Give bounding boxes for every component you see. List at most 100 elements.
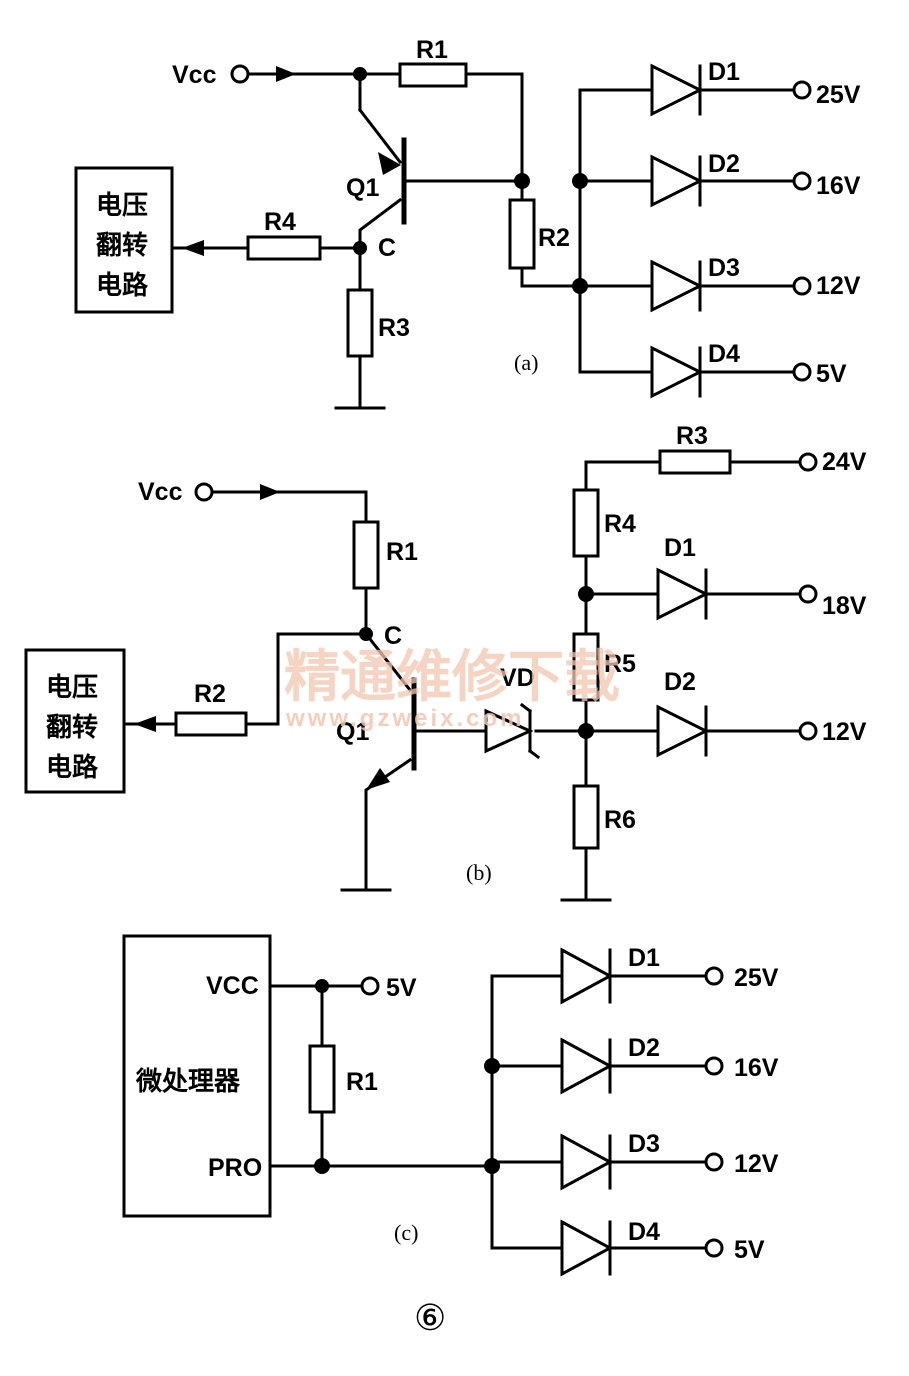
d2-label-b: D2 xyxy=(664,668,696,696)
d2-label-c: D2 xyxy=(628,1034,660,1062)
circuit-c: 微处理器 VCC PRO R1 5V D1 D2 D3 D4 25V 16V 1… xyxy=(122,934,779,1277)
terminal-16v-c xyxy=(704,1056,724,1076)
diode-d2-b xyxy=(656,704,710,758)
output-25v-label-c: 25V xyxy=(734,964,779,992)
resistor-r1-b xyxy=(352,520,380,590)
vd-label: VD xyxy=(500,664,535,692)
d2-label: D2 xyxy=(708,150,740,178)
terminal-12v-c xyxy=(704,1152,724,1172)
vcc-label: Vcc xyxy=(172,61,217,89)
vcc-label-b: Vcc xyxy=(138,478,183,506)
block-line-1: 电压 xyxy=(96,191,148,221)
diode-d3-c xyxy=(560,1133,614,1191)
diode-d3 xyxy=(650,259,704,313)
microprocessor-block xyxy=(122,934,272,1218)
resistor-r2-b xyxy=(174,711,248,737)
diode-d2-c xyxy=(560,1037,614,1095)
terminal-25v-c xyxy=(704,966,724,986)
output-5v-label: 5V xyxy=(816,360,847,388)
resistor-r5-b xyxy=(572,632,600,702)
pro-pin-label: PRO xyxy=(208,1154,262,1182)
d4-label: D4 xyxy=(708,340,740,368)
output-25v-label: 25V xyxy=(816,81,861,109)
circuit-a: Vcc R1 R2 R3 R4 Q1 C 电压 翻转 电路 D1 D2 D3 D… xyxy=(74,36,861,410)
r1-label: R1 xyxy=(416,36,448,64)
block-line-3: 电路 xyxy=(96,270,149,301)
resistor-r6-b xyxy=(572,784,600,850)
r2-label: R2 xyxy=(538,224,570,252)
resistor-r3-b xyxy=(658,449,732,475)
output-24v-label: 24V xyxy=(822,448,867,476)
output-16v-label: 16V xyxy=(816,172,861,200)
voltage-flip-block xyxy=(74,166,174,314)
r4-label: R4 xyxy=(264,208,296,236)
terminal-5v xyxy=(792,362,812,382)
output-arrow xyxy=(182,240,204,256)
circuit-b: Vcc R1 R2 R3 R4 R5 R6 Q1 C VD 电压 翻转 电路 D… xyxy=(24,422,867,902)
output-12v-label-c: 12V xyxy=(734,1150,779,1178)
r1-label-b: R1 xyxy=(386,538,418,566)
diode-d4-c xyxy=(560,1219,614,1277)
terminal-18v xyxy=(798,584,818,604)
block-line-2: 翻转 xyxy=(96,231,148,261)
block-b-line-2: 翻转 xyxy=(46,713,98,743)
diode-d1-c xyxy=(560,947,614,1005)
d4-label-c: D4 xyxy=(628,1218,660,1246)
output-5v-label-c: 5V xyxy=(734,1236,765,1264)
block-b-line-1: 电压 xyxy=(46,673,98,703)
q1-label: Q1 xyxy=(346,174,379,202)
diode-d4 xyxy=(650,345,704,399)
watermark-url: www.gzweix.com xyxy=(285,705,525,732)
output-12v-label: 12V xyxy=(816,272,861,300)
block-b-line-3: 电路 xyxy=(46,752,99,783)
vcc-terminal-b xyxy=(194,482,214,502)
caption-c: (c) xyxy=(394,1220,418,1245)
r3-label-b: R3 xyxy=(676,422,708,450)
node-c-label-b: C xyxy=(384,622,402,650)
caption-b: (b) xyxy=(466,860,492,885)
q1-label-b: Q1 xyxy=(336,718,369,746)
vcc-pin-label: VCC xyxy=(206,972,259,1000)
d1-label: D1 xyxy=(708,58,740,86)
mcu-label: 微处理器 xyxy=(135,1066,241,1097)
resistor-r1 xyxy=(398,62,468,88)
vcc-flow-arrow xyxy=(276,66,296,82)
d3-label: D3 xyxy=(708,254,740,282)
resistor-r3 xyxy=(346,288,374,358)
resistor-r4-b xyxy=(572,488,600,558)
diode-d1 xyxy=(650,63,704,117)
d1-label-b: D1 xyxy=(664,534,696,562)
output-arrow-b xyxy=(134,716,156,732)
output-12v-label-b: 12V xyxy=(822,718,867,746)
terminal-12v-b xyxy=(798,721,818,741)
terminal-12v xyxy=(792,276,812,296)
r3-label: R3 xyxy=(378,314,410,342)
terminal-16v xyxy=(792,171,812,191)
r2-label-b: R2 xyxy=(194,680,226,708)
node-c-label: C xyxy=(378,234,396,262)
r5-label-b: R5 xyxy=(604,650,636,678)
terminal-24v xyxy=(798,452,818,472)
zener-vd xyxy=(484,708,534,754)
figure-number: ⑥ xyxy=(414,1298,446,1339)
supply-5v-label: 5V xyxy=(386,974,417,1002)
r6-label-b: R6 xyxy=(604,806,636,834)
resistor-r4 xyxy=(246,235,322,261)
r1-label-c: R1 xyxy=(346,1068,378,1096)
terminal-5v-c xyxy=(704,1238,724,1258)
diode-d2 xyxy=(650,154,704,208)
resistor-r2 xyxy=(508,198,536,270)
voltage-flip-block-b xyxy=(24,648,126,794)
vcc-flow-arrow-b xyxy=(260,484,280,500)
caption-a: (a) xyxy=(514,350,538,375)
diode-d1-b xyxy=(656,567,710,621)
watermark-text: 精通维修下载 xyxy=(284,645,620,710)
d3-label-c: D3 xyxy=(628,1130,660,1158)
output-16v-label-c: 16V xyxy=(734,1054,779,1082)
resistor-r1-c xyxy=(308,1044,336,1114)
vcc-terminal xyxy=(230,64,250,84)
terminal-25v xyxy=(792,80,812,100)
d1-label-c: D1 xyxy=(628,944,660,972)
r4-label-b: R4 xyxy=(604,510,636,538)
terminal-5v-supply xyxy=(360,976,380,996)
